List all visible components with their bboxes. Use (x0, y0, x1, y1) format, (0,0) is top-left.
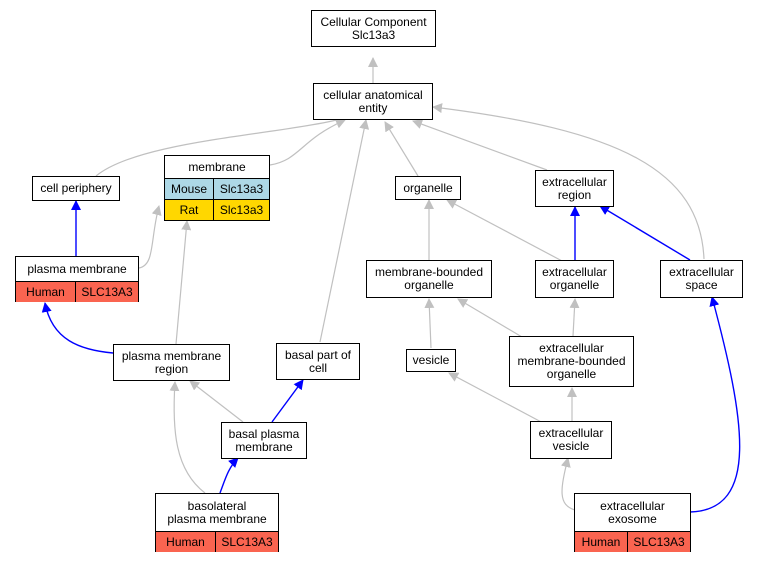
species-human: Human (581, 535, 621, 549)
edge-organelle-cae (384, 121, 419, 177)
edge-exosome-extvesicle (560, 457, 576, 511)
edge-extvesicle-vesicle (448, 372, 546, 425)
gene-mouse: Slc13a3 (213, 179, 269, 199)
species-human: Human (26, 285, 65, 299)
node-extracellular-membrane-bounded-organelle[interactable]: extracellular membrane-bounded organelle (509, 336, 634, 387)
gene-human: SLC13A3 (627, 532, 690, 552)
node-extracellular-space[interactable]: extracellular space (660, 260, 743, 298)
edge-extmbo-extorganelle (569, 298, 580, 337)
edge-basalpm-basalpart (271, 379, 304, 423)
node-root[interactable]: Cellular Component Slc13a3 (311, 10, 436, 47)
node-basolateral-plasma-membrane[interactable]: basolateral plasma membrane Human SLC13A… (155, 493, 279, 552)
node-extracellular-vesicle[interactable]: extracellular vesicle (530, 421, 612, 459)
node-cellular-anatomical-entity[interactable]: cellular anatomical entity (313, 83, 433, 120)
edge-extorganelle-organelle (446, 199, 565, 263)
edge-membrane-cae (269, 119, 346, 166)
edge-extspace-cae (432, 103, 705, 260)
node-basolateral-plasma-membrane-label: basolateral plasma membrane (167, 498, 267, 526)
node-organelle[interactable]: organelle (395, 176, 461, 200)
node-extracellular-exosome[interactable]: extracellular exosome Human SLC13A3 (574, 493, 691, 552)
node-extracellular-organelle[interactable]: extracellular organelle (535, 260, 614, 298)
gene-rat: Slc13a3 (213, 200, 269, 220)
edge-basalpart-cae (319, 119, 370, 343)
node-membrane-label: membrane (188, 159, 246, 174)
node-plasma-membrane-label: plasma membrane (27, 261, 127, 276)
edge-exosome-extspace (689, 296, 741, 513)
node-basal-part-of-cell[interactable]: basal part of cell (276, 343, 360, 380)
node-plasma-membrane[interactable]: plasma membrane Human SLC13A3 (15, 256, 139, 302)
species-human: Human (166, 535, 205, 549)
node-extracellular-region[interactable]: extracellular region (535, 170, 614, 207)
edge-blpm-basalpm (219, 457, 239, 494)
edge-pmr-membrane (175, 220, 192, 345)
node-cell-periphery[interactable]: cell periphery (32, 176, 120, 201)
species-mouse: Mouse (170, 182, 208, 196)
gene-human: SLC13A3 (75, 282, 138, 302)
node-extracellular-exosome-label: extracellular exosome (600, 498, 665, 526)
edge-plasmamembrane-membrane (138, 205, 162, 269)
edge-extregion-cae (412, 119, 548, 171)
species-rat: Rat (179, 203, 199, 217)
edge-cellperiphery-cae (95, 115, 346, 177)
edge-basalpm-pmr (189, 380, 244, 423)
gene-human: SLC13A3 (215, 532, 278, 552)
edge-blpm-pmr (169, 381, 206, 494)
node-plasma-membrane-region[interactable]: plasma membrane region (113, 344, 230, 381)
edge-pmr-plasmamembrane (41, 302, 114, 354)
node-vesicle[interactable]: vesicle (406, 349, 456, 372)
node-membrane-bounded-organelle[interactable]: membrane-bounded organelle (366, 260, 492, 298)
edge-extspace-extregion (599, 205, 691, 261)
node-basal-plasma-membrane[interactable]: basal plasma membrane (221, 422, 307, 459)
edge-vesicle-mbo (424, 298, 435, 349)
edge-extmbo-mbo (457, 298, 523, 338)
node-membrane[interactable]: membrane Mouse Slc13a3 Rat Slc13a3 (164, 155, 270, 221)
